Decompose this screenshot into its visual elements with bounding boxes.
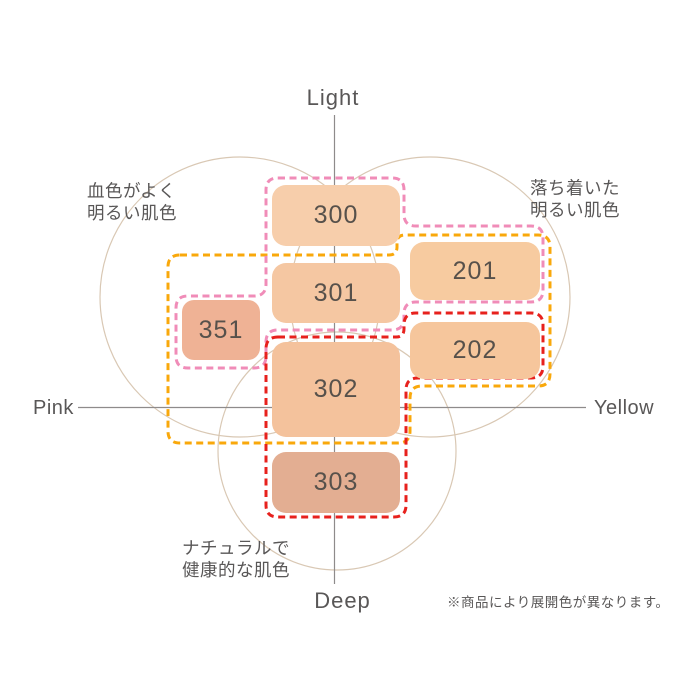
shade-code: 303 bbox=[313, 468, 359, 496]
annotation-bottom-left: ナチュラルで 健康的な肌色 bbox=[182, 537, 290, 581]
annotation-top-left: 血色がよく 明るい肌色 bbox=[87, 180, 177, 224]
annotation-line: 明るい肌色 bbox=[87, 203, 177, 223]
pink-group-outline bbox=[174, 176, 545, 370]
shade-swatch-201: 201 bbox=[410, 242, 540, 300]
shade-swatch-301: 301 bbox=[272, 263, 400, 323]
shade-code: 201 bbox=[452, 256, 498, 285]
axis-label-pink: Pink bbox=[33, 397, 74, 419]
shade-swatch-351: 351 bbox=[182, 300, 260, 360]
annotation-line: 明るい肌色 bbox=[530, 200, 620, 220]
annotation-line: 落ち着いた bbox=[530, 178, 620, 198]
annotation-line: ナチュラルで bbox=[182, 538, 290, 558]
shade-code: 301 bbox=[313, 278, 359, 307]
footnote: ※商品により展開色が異なります。 bbox=[447, 595, 670, 610]
axis-label-yellow: Yellow bbox=[594, 397, 655, 419]
shade-swatch-303: 303 bbox=[272, 452, 400, 513]
annotation-line: 血色がよく bbox=[87, 181, 177, 201]
shade-swatch-302: 302 bbox=[272, 342, 400, 437]
yellow-group-outline bbox=[166, 233, 552, 445]
annotation-line: 健康的な肌色 bbox=[182, 560, 290, 580]
shade-code: 302 bbox=[313, 375, 359, 403]
shade-swatch-300: 300 bbox=[272, 185, 400, 246]
background-circle-bottom bbox=[217, 331, 457, 571]
shade-code: 202 bbox=[452, 336, 498, 364]
shade-code: 351 bbox=[198, 315, 244, 344]
axis-label-deep: Deep bbox=[314, 588, 371, 613]
shade-code: 300 bbox=[313, 201, 359, 229]
axis-label-light: Light bbox=[306, 85, 360, 110]
shade-swatch-202: 202 bbox=[410, 322, 540, 379]
annotation-top-right: 落ち着いた 明るい肌色 bbox=[530, 177, 620, 221]
